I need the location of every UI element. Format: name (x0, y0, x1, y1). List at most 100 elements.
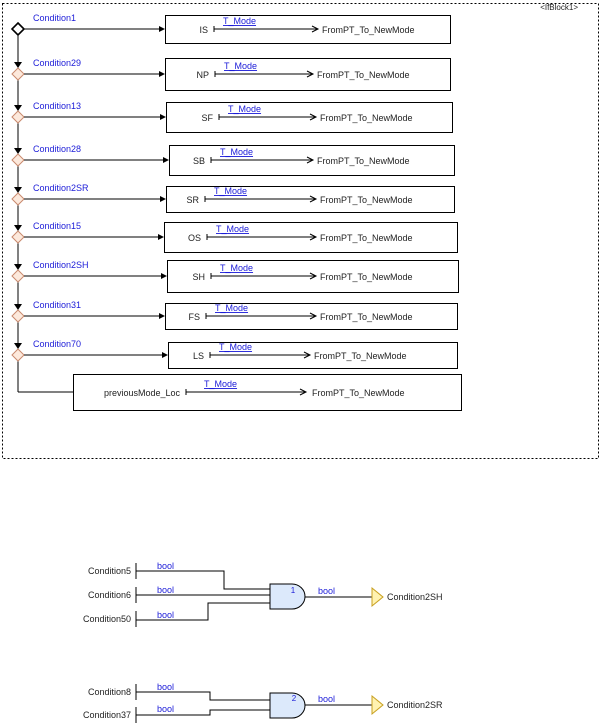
gate-1-output-name: Condition2SH (387, 592, 443, 602)
connection-arrow-icon (309, 195, 318, 203)
type-label: T_Mode (214, 186, 247, 196)
decision-diamond-icon[interactable] (11, 67, 25, 81)
spine-arrow-icon (14, 148, 22, 154)
mode-value: SB (193, 156, 205, 166)
spine-arrow-icon (14, 304, 22, 310)
and-gate-1-group: Condition5 Condition6 Condition50 bool b… (83, 561, 443, 627)
type-label: T_Mode (224, 61, 257, 71)
gate-2-input-type-2: bool (157, 704, 174, 714)
decision-diamond-icon[interactable] (11, 348, 25, 362)
spine-arrow-icon (14, 62, 22, 68)
branch-arrow-icon (163, 157, 169, 163)
type-label: T_Mode (216, 224, 249, 234)
decision-diamond-icon[interactable] (11, 230, 25, 244)
decision-diamond-icon[interactable] (11, 192, 25, 206)
branch-arrow-icon (160, 114, 166, 120)
gate-1-input-wire-3[interactable] (136, 602, 270, 621)
decision-diamond-icon[interactable] (11, 153, 25, 167)
type-label: T_Mode (228, 104, 261, 114)
branch-arrow-icon (162, 352, 168, 358)
branch-arrow-icon (160, 196, 166, 202)
gate-1-number: 1 (291, 586, 296, 595)
type-label: T_Mode (223, 16, 256, 26)
decision-diamond-icon[interactable] (10, 21, 26, 37)
decision-diamond-icon[interactable] (11, 309, 25, 323)
condition-label: Condition15 (33, 221, 81, 231)
and-gate-2[interactable] (269, 692, 306, 719)
mode-value: NP (196, 70, 209, 80)
connection-arrow-icon (309, 312, 318, 320)
mode-value: SR (186, 195, 199, 205)
and-gate-2-group: Condition8 Condition37 bool bool 2 bool … (83, 682, 443, 723)
condition-label: Condition70 (33, 339, 81, 349)
mode-selector: Condition1IST_ModeFromPT_To_NewModeCondi… (10, 13, 462, 411)
and-gate-1[interactable] (269, 583, 306, 610)
gate-2-input-label-1: Condition8 (88, 687, 131, 697)
decision-diamond-icon[interactable] (11, 110, 25, 124)
type-label: T_Mode (220, 263, 253, 273)
connection-arrow-icon (309, 113, 318, 121)
connection-arrow-icon (309, 272, 318, 280)
target-label: FromPT_To_NewMode (320, 312, 413, 322)
gate-2-output-type: bool (318, 694, 335, 704)
if-block-label: <IfBlock1> (540, 3, 578, 12)
type-label: T_Mode (220, 147, 253, 157)
else-target-label: FromPT_To_NewMode (312, 388, 405, 398)
branch-arrow-icon (159, 26, 165, 32)
type-label: T_Mode (215, 303, 248, 313)
mode-value: SH (192, 272, 205, 282)
connection-arrow-icon (311, 25, 320, 33)
gate-1-input-label-2: Condition6 (88, 590, 131, 600)
mode-value: IS (199, 25, 208, 35)
target-label: FromPT_To_NewMode (320, 113, 413, 123)
mode-value: SF (201, 113, 213, 123)
if-block-frame (2, 3, 599, 459)
decision-diamond-icon[interactable] (11, 269, 25, 283)
mode-value: LS (193, 351, 204, 361)
gate-1-output-type: bool (318, 586, 335, 596)
condition-label: Condition1 (33, 13, 76, 23)
output-arrow-icon (371, 694, 384, 716)
type-label: T_Mode (219, 342, 252, 352)
gate-1-input-type-2: bool (157, 585, 174, 595)
spine-arrow-icon (14, 225, 22, 231)
gate-1-input-type-1: bool (157, 561, 174, 571)
connection-arrow-icon (309, 233, 318, 241)
branch-arrow-icon (158, 234, 164, 240)
else-type-label: T_Mode (204, 379, 237, 389)
branch-arrow-icon (159, 71, 165, 77)
branch-arrow-icon (161, 273, 167, 279)
gate-2-input-type-1: bool (157, 682, 174, 692)
gate-1-input-type-3: bool (157, 610, 174, 620)
condition-label: Condition2SH (33, 260, 89, 270)
gate-1-input-wire-1[interactable] (136, 570, 270, 590)
target-label: FromPT_To_NewMode (320, 233, 413, 243)
target-label: FromPT_To_NewMode (320, 272, 413, 282)
branch-arrow-icon (159, 313, 165, 319)
gate-2-output-name: Condition2SR (387, 700, 443, 710)
gate-2-input-label-2: Condition37 (83, 710, 131, 720)
spine-arrow-icon (14, 264, 22, 270)
gate-2-input-wire-1[interactable] (136, 691, 270, 701)
mode-value: FS (188, 312, 200, 322)
gate-2-number: 2 (292, 694, 297, 703)
condition-label: Condition31 (33, 300, 81, 310)
target-label: FromPT_To_NewMode (317, 156, 410, 166)
condition-label: Condition29 (33, 58, 81, 68)
connection-arrow-icon (303, 351, 312, 359)
connection-arrow-icon (306, 70, 315, 78)
gate-2-input-wire-2[interactable] (136, 709, 270, 716)
target-label: FromPT_To_NewMode (320, 195, 413, 205)
connection-arrow-icon (306, 156, 315, 164)
target-label: FromPT_To_NewMode (317, 70, 410, 80)
spine-arrow-icon (14, 105, 22, 111)
gate-1-input-label-1: Condition5 (88, 566, 131, 576)
condition-label: Condition2SR (33, 183, 89, 193)
else-mode-value: previousMode_Loc (104, 388, 181, 398)
spine-arrow-icon (14, 343, 22, 349)
mode-value: OS (188, 233, 201, 243)
connection-arrow-icon (299, 388, 308, 396)
output-arrow-icon (371, 586, 384, 608)
condition-label: Condition13 (33, 101, 81, 111)
